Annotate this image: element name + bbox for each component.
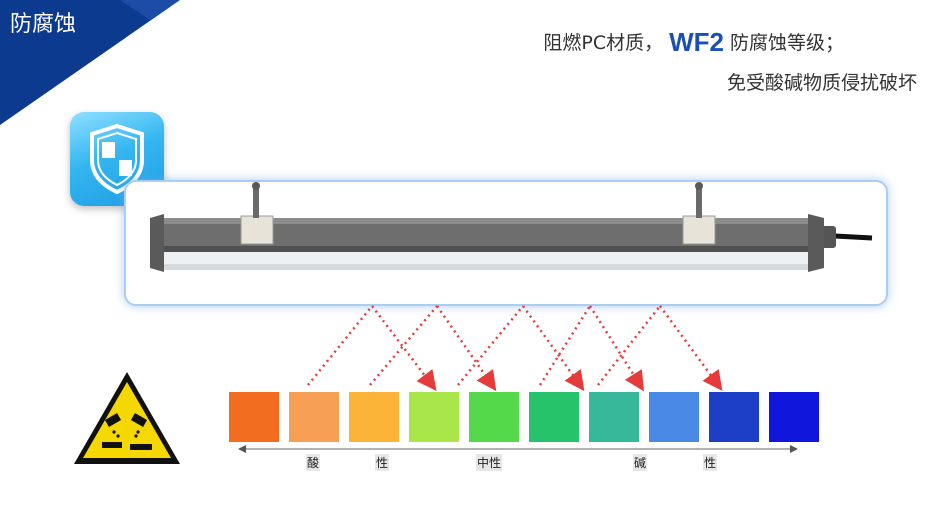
ph-swatch [529, 392, 579, 442]
headline: 阻燃PC材质， WF2 防腐蚀等级； [543, 28, 844, 55]
corrosive-warning-icon [74, 372, 180, 464]
headline-line2: 免受酸碱物质侵扰破坏 [726, 72, 917, 94]
headline-prefix: 阻燃PC材质， [543, 32, 664, 54]
ph-label-alkali: 碱 [633, 454, 648, 471]
ph-swatch [409, 392, 459, 442]
ph-swatch [229, 392, 279, 442]
ph-color-scale [229, 392, 829, 444]
mounting-clip-left [240, 182, 274, 245]
ph-swatch [589, 392, 639, 442]
headline-suffix: 防腐蚀等级； [729, 32, 844, 54]
ph-swatch [469, 392, 519, 442]
grade-label: WF2 [669, 27, 724, 57]
ph-label-acid: 酸 [306, 454, 321, 471]
ph-swatch [649, 392, 699, 442]
ph-label-alkali-suffix: 性 [703, 454, 718, 471]
ph-label-acid-suffix: 性 [375, 454, 390, 471]
ph-label-neutral: 中性 [476, 454, 503, 471]
ph-swatch [769, 392, 819, 442]
section-title: 防腐蚀 [10, 12, 77, 37]
ph-swatch [709, 392, 759, 442]
ph-swatch [349, 392, 399, 442]
ph-scale-axis [238, 445, 798, 453]
ph-swatch [289, 392, 339, 442]
mounting-clip-right [682, 182, 716, 245]
